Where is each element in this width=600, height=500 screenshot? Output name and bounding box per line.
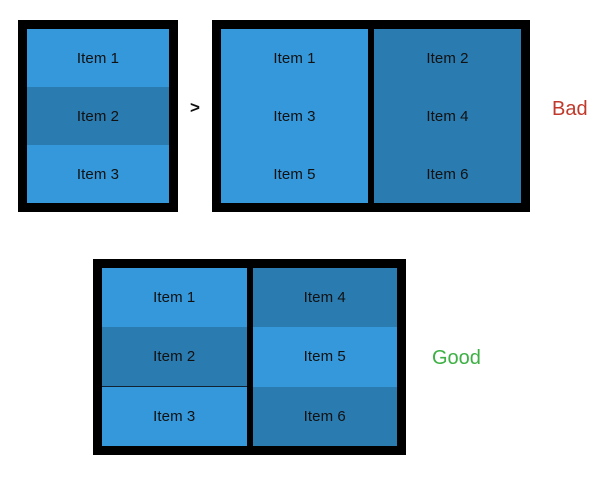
list-item: Item 5	[221, 145, 368, 203]
verdict-good-label: Good	[432, 347, 481, 369]
list-item: Item 6	[252, 386, 397, 446]
bad-layout-column-left: Item 1 Item 3 Item 5	[221, 29, 368, 203]
bad-layout-column-right: Item 2 Item 4 Item 6	[374, 29, 521, 203]
greater-than-icon: >	[190, 98, 200, 117]
list-item: Item 6	[374, 145, 521, 203]
list-item: Item 2	[102, 327, 247, 387]
good-layout-column-left: Item 1 Item 2 Item 3	[102, 268, 247, 446]
list-item: Item 3	[102, 387, 247, 446]
list-item: Item 4	[252, 268, 397, 328]
list-item: Item 4	[374, 87, 521, 145]
good-layout-box: Item 1 Item 2 Item 3 Item 4 Item 5 Item …	[93, 259, 406, 455]
source-list-box: Item 1 Item 2 Item 3	[18, 20, 178, 212]
list-item: Item 1	[102, 268, 247, 327]
list-item: Item 1	[221, 29, 368, 87]
source-list-column: Item 1 Item 2 Item 3	[27, 29, 169, 203]
list-item: Item 2	[374, 29, 521, 87]
bad-layout-box: Item 1 Item 3 Item 5 Item 2 Item 4 Item …	[212, 20, 530, 212]
verdict-bad-label: Bad	[552, 98, 588, 120]
good-layout-column-right: Item 4 Item 5 Item 6	[252, 268, 397, 446]
list-item: Item 2	[27, 87, 169, 145]
list-item: Item 1	[27, 29, 169, 87]
list-item: Item 3	[221, 87, 368, 145]
list-item: Item 3	[27, 145, 169, 203]
list-item: Item 5	[252, 327, 397, 387]
